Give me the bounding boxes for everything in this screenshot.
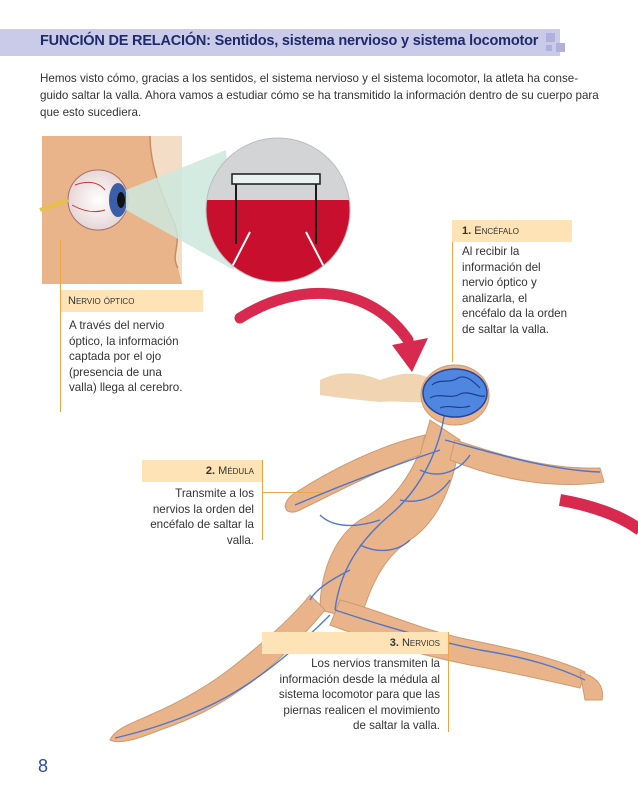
nerves-text: Los nervios transmiten la información de… (278, 657, 440, 732)
brain-leader-line (452, 242, 453, 362)
brain-number: 1. (462, 225, 472, 237)
optic-leader-line (60, 240, 61, 412)
brain-icon (422, 368, 488, 418)
arrow-right-icon (559, 494, 638, 535)
optic-nerve-title: Nervio óptico (68, 295, 135, 307)
nerves-number: 3. (389, 637, 399, 649)
page-title: FUNCIÓN DE RELACIÓN: Sentidos, sistema n… (40, 33, 539, 49)
nerves-title: Nervios (401, 637, 440, 649)
brain-title: Encéfalo (474, 225, 519, 237)
spinal-cord-text: Transmite a los nervios la orden del enc… (150, 487, 254, 547)
nerves-leader-line (448, 632, 449, 732)
brain-text: Al recibir la información del nervio ópt… (462, 245, 568, 336)
spinal-leader-line (262, 460, 263, 540)
vision-cone (126, 150, 234, 270)
page-number: 8 (38, 756, 49, 776)
optic-nerve-text: A través del nervio óptico, la informaci… (69, 319, 183, 394)
optic-nerve-label: Nervio óptico (60, 290, 203, 312)
intro-paragraph: Hemos visto cómo, gracias a los sentidos… (40, 72, 599, 119)
spinal-cord-label: 2. Médula (142, 460, 262, 482)
brain-label: 1. Encéfalo (452, 220, 572, 242)
nerves-label: 3. Nervios (262, 632, 448, 654)
eye-icon (39, 169, 129, 231)
header-bar (0, 29, 560, 56)
spinal-cord-title: Médula (218, 465, 254, 477)
spinal-cord-number: 2. (205, 465, 216, 477)
spinal-leader-hline (262, 492, 322, 493)
arrow-icon (234, 287, 414, 346)
header-decoration (546, 33, 566, 53)
